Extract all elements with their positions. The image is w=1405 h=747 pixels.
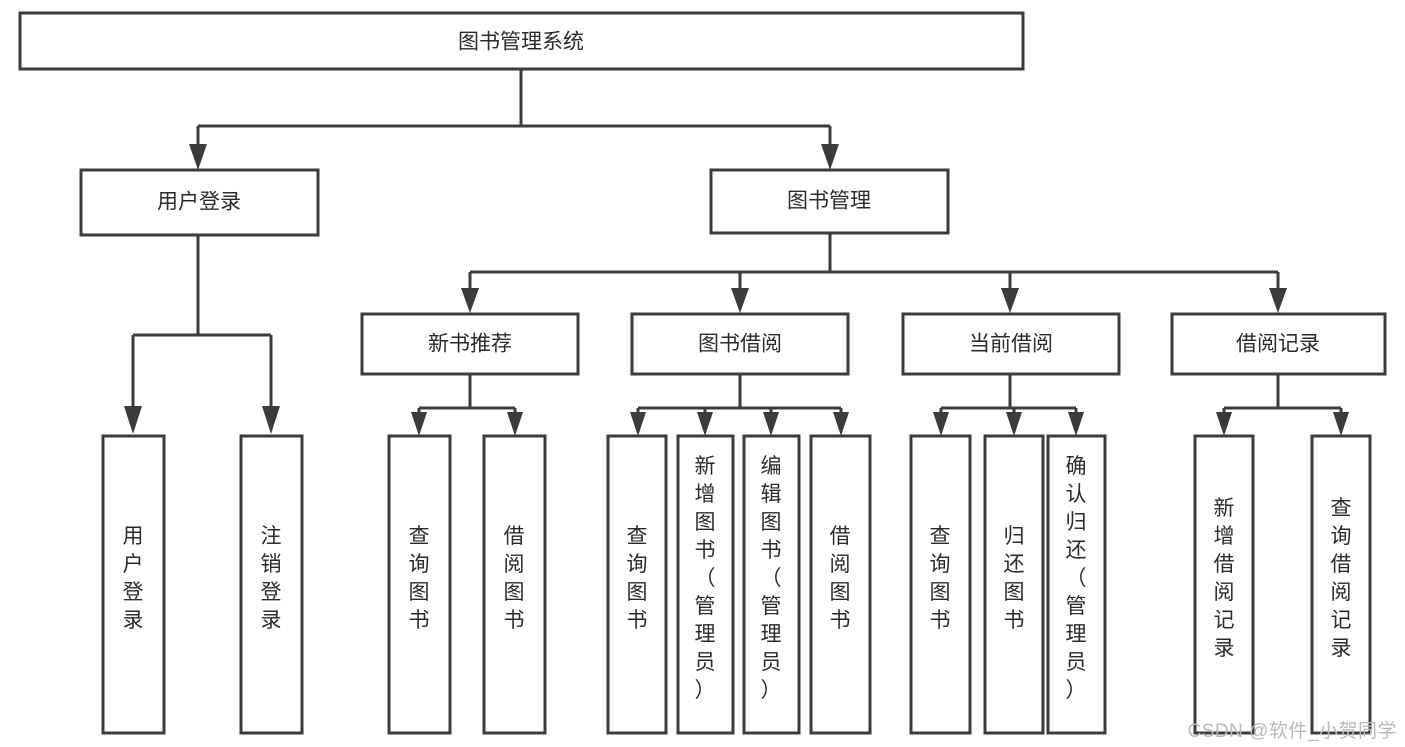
- node-leaf-user-login[interactable]: 用户登录: [101, 434, 166, 735]
- node-leaf-query-book-2-box[interactable]: [606, 434, 668, 735]
- node-current-borrow-box[interactable]: [901, 312, 1121, 376]
- node-root[interactable]: 图书管理系统: [18, 11, 1025, 71]
- node-leaf-add-record-label: 新增借阅记录: [1214, 497, 1235, 660]
- node-root-box[interactable]: [18, 11, 1025, 71]
- node-leaf-borrow-book-2[interactable]: 借阅图书: [809, 434, 872, 735]
- node-leaf-query-record[interactable]: 查询借阅记录: [1310, 434, 1372, 735]
- node-borrow-record-box[interactable]: [1170, 312, 1387, 376]
- node-book-manage-box[interactable]: [709, 168, 950, 235]
- arrow-to-book-manage-icon: [821, 144, 839, 170]
- node-root-label: 图书管理系统: [458, 31, 584, 54]
- node-leaf-return-book-box[interactable]: [983, 434, 1045, 735]
- node-new-book-recommend-box[interactable]: [360, 312, 580, 376]
- node-leaf-user-logout[interactable]: 注销登录: [239, 434, 304, 735]
- arrow-leaf-borrow-book-1-icon: [507, 412, 523, 436]
- node-leaf-query-book-1-label: 查询图书: [409, 525, 430, 632]
- node-leaf-user-logout-box[interactable]: [239, 434, 304, 735]
- node-leaf-query-book-2-label: 查询图书: [627, 525, 648, 632]
- node-leaf-query-book-2[interactable]: 查询图书: [606, 434, 668, 735]
- node-leaf-borrow-book-1[interactable]: 借阅图书: [482, 434, 547, 735]
- node-book-borrow-label: 图书借阅: [698, 333, 782, 356]
- node-leaf-edit-book-box[interactable]: [742, 434, 801, 735]
- node-leaf-add-record-box[interactable]: [1193, 434, 1255, 735]
- node-leaf-add-book-label: 新增图书（管理员）: [695, 455, 716, 702]
- node-leaf-confirm-return[interactable]: 确认归还（管理员）: [1046, 434, 1107, 735]
- node-leaf-query-record-label: 查询借阅记录: [1331, 497, 1352, 660]
- node-leaf-user-login-box[interactable]: [101, 434, 166, 735]
- node-book-borrow[interactable]: 图书借阅: [630, 312, 850, 376]
- edge-layer: [124, 69, 1349, 436]
- arrow-leaf-borrow-book-2-icon: [833, 412, 849, 436]
- arrow-leaf-return-book-icon: [1006, 412, 1022, 436]
- node-borrow-record[interactable]: 借阅记录: [1170, 312, 1387, 376]
- node-leaf-borrow-book-1-box[interactable]: [482, 434, 547, 735]
- node-new-book-recommend[interactable]: 新书推荐: [360, 312, 580, 376]
- node-book-manage-label: 图书管理: [787, 190, 871, 213]
- node-leaf-edit-book-label: 编辑图书（管理员）: [761, 455, 782, 702]
- node-leaf-add-book-box[interactable]: [676, 434, 735, 735]
- node-leaf-query-book-3-label: 查询图书: [930, 525, 951, 632]
- arrow-current-borrow-icon: [1001, 288, 1019, 313]
- node-user-login-box[interactable]: [79, 168, 320, 237]
- arrow-leaf-user-logout-icon: [262, 406, 280, 434]
- arrow-leaf-query-book-1-icon: [411, 412, 427, 436]
- node-leaf-query-record-box[interactable]: [1310, 434, 1372, 735]
- node-leaf-return-book[interactable]: 归还图书: [983, 434, 1045, 735]
- arrow-leaf-confirm-return-icon: [1068, 412, 1084, 436]
- node-leaf-edit-book[interactable]: 编辑图书（管理员）: [742, 434, 801, 735]
- node-user-login[interactable]: 用户登录: [79, 168, 320, 237]
- node-leaf-query-book-3[interactable]: 查询图书: [909, 434, 972, 735]
- node-leaf-add-record[interactable]: 新增借阅记录: [1193, 434, 1255, 735]
- arrow-leaf-add-book-icon: [697, 412, 713, 436]
- node-book-borrow-box[interactable]: [630, 312, 850, 376]
- arrow-borrow-record-icon: [1269, 288, 1287, 313]
- arrow-to-user-login-icon: [189, 144, 207, 170]
- node-leaf-borrow-book-2-label: 借阅图书: [830, 525, 851, 632]
- arrow-leaf-query-book-2-icon: [630, 412, 646, 436]
- node-leaf-borrow-book-2-box[interactable]: [809, 434, 872, 735]
- node-leaf-query-book-3-box[interactable]: [909, 434, 972, 735]
- arrow-leaf-add-record-icon: [1216, 412, 1232, 436]
- node-leaf-confirm-return-box[interactable]: [1046, 434, 1107, 735]
- node-leaf-confirm-return-label: 确认归还（管理员）: [1066, 455, 1087, 702]
- node-leaf-borrow-book-1-label: 借阅图书: [504, 525, 525, 632]
- node-new-book-recommend-label: 新书推荐: [428, 333, 512, 356]
- arrow-new-book-recommend-icon: [461, 288, 479, 313]
- node-borrow-record-label: 借阅记录: [1236, 333, 1320, 356]
- arrow-leaf-query-record-icon: [1333, 412, 1349, 436]
- arrow-leaf-edit-book-icon: [763, 412, 779, 436]
- node-leaf-query-book-1[interactable]: 查询图书: [387, 434, 452, 735]
- arrow-leaf-user-login-icon: [124, 406, 142, 434]
- node-book-manage[interactable]: 图书管理: [709, 168, 950, 235]
- arrow-book-borrow-icon: [731, 288, 749, 313]
- node-leaf-user-login-label: 用户登录: [123, 525, 144, 632]
- node-current-borrow-label: 当前借阅: [969, 333, 1053, 356]
- node-user-login-label: 用户登录: [157, 191, 241, 214]
- arrow-leaf-query-book-3-icon: [933, 412, 949, 436]
- node-leaf-add-book[interactable]: 新增图书（管理员）: [676, 434, 735, 735]
- node-current-borrow[interactable]: 当前借阅: [901, 312, 1121, 376]
- csdn-watermark: CSDN @软件_小贺同学: [1187, 721, 1397, 742]
- node-leaf-query-book-1-box[interactable]: [387, 434, 452, 735]
- node-leaf-user-logout-label: 注销登录: [261, 525, 282, 632]
- node-leaf-return-book-label: 归还图书: [1004, 525, 1025, 632]
